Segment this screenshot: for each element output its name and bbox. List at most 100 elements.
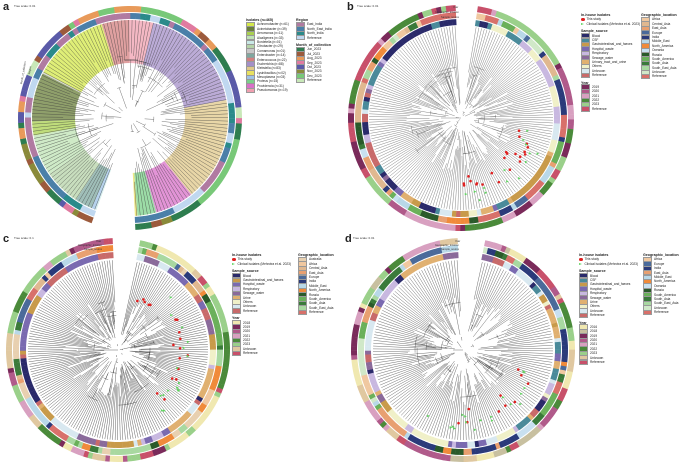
ring-segment xyxy=(348,131,356,138)
ring-segment xyxy=(67,205,75,214)
panel-a-label: a xyxy=(3,1,10,13)
ring-segment xyxy=(160,263,168,271)
tree-branch xyxy=(380,312,418,330)
ring-segment xyxy=(547,382,555,389)
ring-segment xyxy=(19,137,28,145)
tree-branch xyxy=(63,46,108,94)
tree-branch xyxy=(429,266,447,308)
tree-branch xyxy=(376,81,448,113)
tree-branch xyxy=(107,345,112,348)
ring-segment xyxy=(233,96,241,103)
ring-segment xyxy=(33,284,41,292)
tree-branch xyxy=(478,372,515,424)
ring-segment xyxy=(547,282,556,290)
ring-segment xyxy=(481,7,488,15)
ring-segment xyxy=(61,267,69,275)
ring-segment xyxy=(209,55,218,64)
ring-segment xyxy=(63,33,72,42)
tree-branch xyxy=(146,356,206,371)
ring-segment xyxy=(451,19,457,26)
ring-segment xyxy=(385,39,394,48)
tree-branch xyxy=(153,353,208,360)
tree-branch xyxy=(447,92,457,111)
tree-branch xyxy=(49,291,77,316)
ring-segment xyxy=(73,439,80,447)
ring-segment xyxy=(352,328,360,334)
this-study-marker xyxy=(504,404,507,407)
clinical-isolate-marker xyxy=(159,394,163,398)
ring-segment xyxy=(438,208,445,216)
tree-branch xyxy=(117,20,126,79)
ring-segment xyxy=(539,283,547,291)
ring-segment xyxy=(378,396,386,403)
tree-branch xyxy=(501,127,551,140)
ring-segment xyxy=(450,224,456,231)
ring-segment xyxy=(484,206,491,214)
ring-segment xyxy=(208,333,216,339)
tree-branch xyxy=(123,263,143,332)
tree-branch xyxy=(47,365,99,407)
tree-branch xyxy=(383,307,441,338)
ring-segment xyxy=(82,450,90,458)
ring-segment xyxy=(530,52,538,60)
ring-segment xyxy=(553,119,560,124)
ring-segment xyxy=(39,266,48,275)
tree-branch xyxy=(141,148,165,210)
ring-segment xyxy=(512,267,519,275)
tree-branch xyxy=(145,282,179,320)
ring-segment xyxy=(544,290,552,298)
ring-segment xyxy=(375,164,383,171)
tree-branch xyxy=(145,33,181,93)
ring-segment xyxy=(233,133,241,141)
tree-branch xyxy=(161,72,217,102)
ring-segment xyxy=(544,46,552,55)
ring-segment xyxy=(368,167,377,175)
ring-segment xyxy=(196,188,205,196)
tree-branch xyxy=(491,44,517,78)
ring-segment xyxy=(225,137,233,144)
ring-segment xyxy=(504,246,512,255)
legend-swatch xyxy=(232,350,241,357)
tree-branch xyxy=(372,94,420,108)
ring-segment xyxy=(411,444,419,452)
ring-segment xyxy=(216,337,223,342)
ring-segment xyxy=(36,291,45,299)
tree-branch xyxy=(472,129,525,186)
ring-segment xyxy=(33,396,41,403)
ring-segment xyxy=(506,205,514,213)
ring-segment xyxy=(548,66,556,74)
this-study-marker xyxy=(526,382,530,385)
tree-branch xyxy=(125,368,154,433)
tree-branch xyxy=(462,130,466,154)
ring-segment xyxy=(356,135,364,141)
tree-branch xyxy=(160,302,195,324)
ring-segment xyxy=(479,446,485,454)
ring-segment xyxy=(384,177,393,185)
ring-segment xyxy=(484,240,490,248)
tree-branch xyxy=(165,97,186,106)
ring-segment xyxy=(97,9,105,17)
tree-branch xyxy=(497,81,546,103)
ring-segment xyxy=(485,438,491,446)
ring-segment xyxy=(556,395,565,402)
tree-branch xyxy=(473,262,483,300)
ring-segment xyxy=(407,433,415,442)
ring-segment xyxy=(235,123,242,130)
ring-segment xyxy=(66,197,75,205)
tree-branch xyxy=(139,62,146,82)
tree-branch xyxy=(477,43,515,95)
tree-branch xyxy=(369,105,422,113)
ring-segment xyxy=(147,450,154,458)
tree-branch xyxy=(498,382,530,411)
ring-segment xyxy=(464,224,471,231)
sample-source-ring xyxy=(362,19,560,217)
region-ring xyxy=(25,12,235,223)
ring-segment xyxy=(174,436,183,445)
ring-segment xyxy=(502,431,509,439)
ring-segment xyxy=(184,22,193,31)
tree-clade-arc xyxy=(131,85,137,87)
ring-segment xyxy=(535,47,544,56)
tree-branch xyxy=(512,309,544,326)
ring-segment xyxy=(445,245,451,253)
tree-branch xyxy=(467,373,481,439)
